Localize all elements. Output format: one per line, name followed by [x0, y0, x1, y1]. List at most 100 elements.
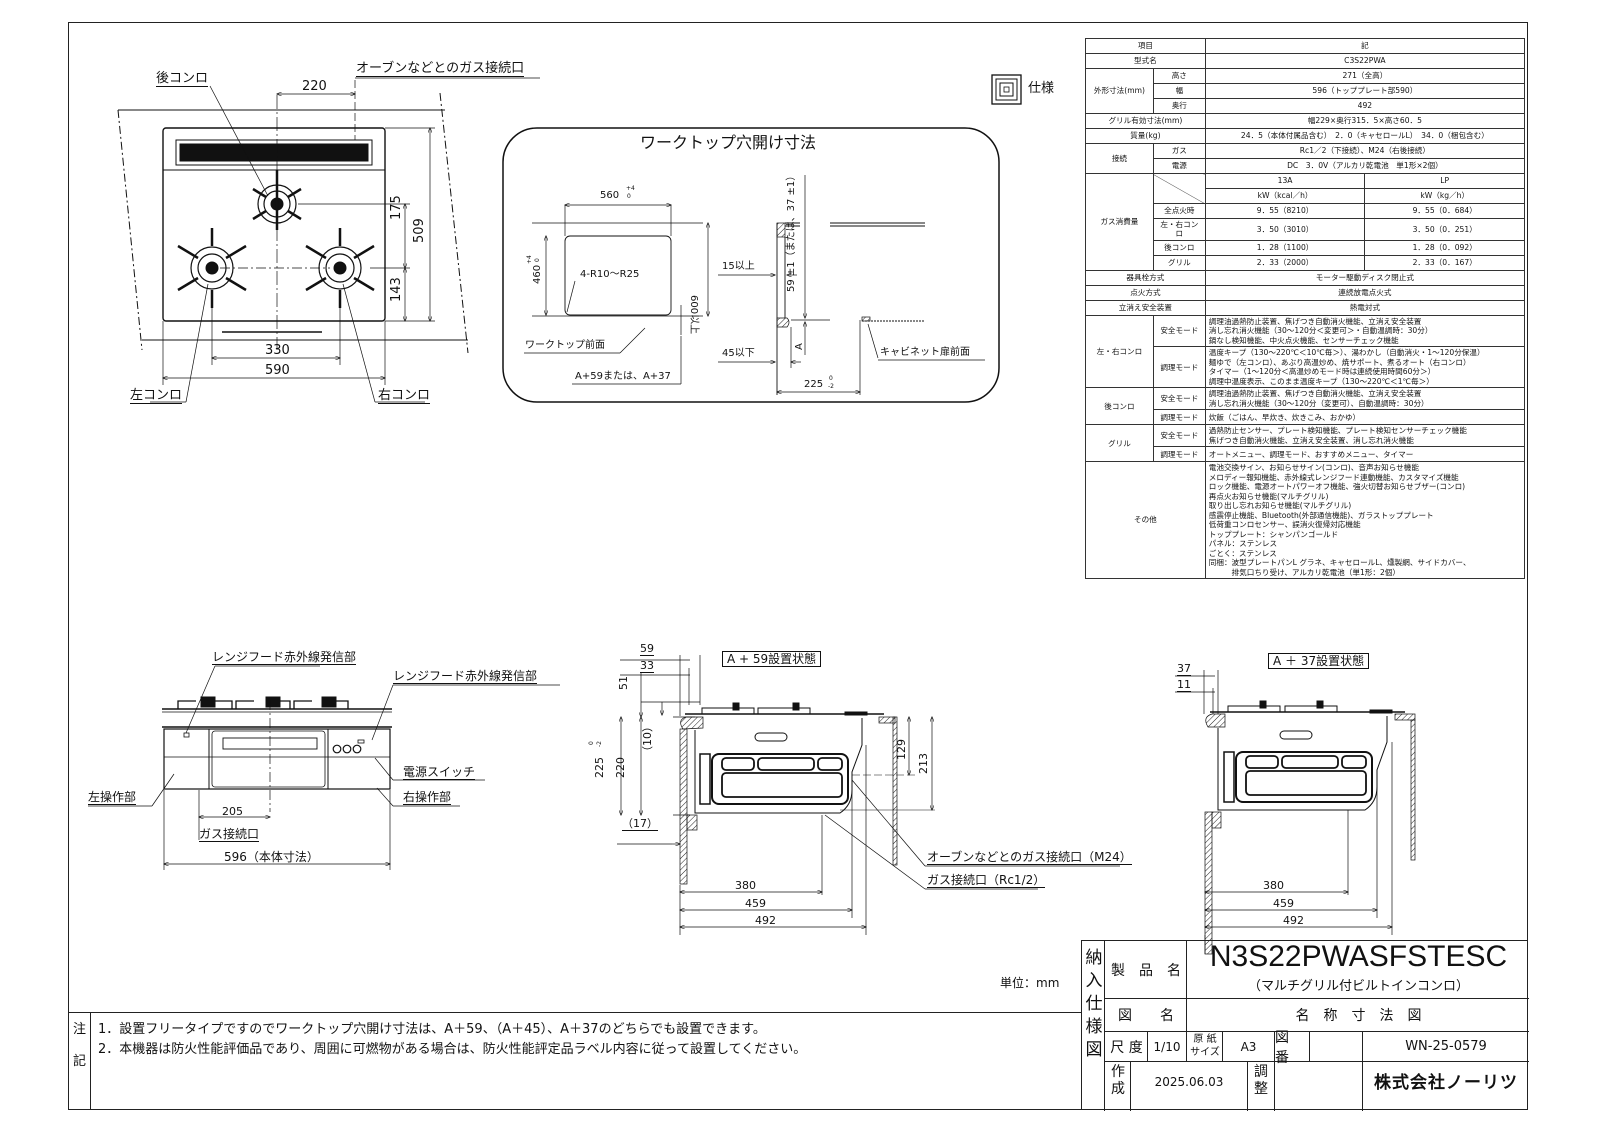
dim-225: 225: [804, 379, 824, 390]
notes-label-top: 注: [73, 1022, 87, 1037]
dim-459-a59: 459: [745, 897, 766, 910]
created-label: 作 成: [1106, 1064, 1130, 1098]
dim-560-tol-upper: +4: [626, 185, 635, 192]
spec-label: その他: [1085, 461, 1206, 580]
spec-row-grill-size: グリル有効寸法(mm) 幅229×奥行315．5×高さ60．5: [1085, 113, 1526, 129]
a59-title: A + 59設置状態: [722, 651, 822, 667]
spec-group-label: 左・右コンロ: [1085, 314, 1154, 389]
spec-row-gas-type: ガス消費量 13A LP: [1085, 173, 1525, 271]
value-lp: 2．33（0．167）: [1364, 254, 1525, 271]
dim-330: 330: [265, 343, 290, 358]
right-burner-icon: [305, 228, 375, 308]
unit-label: 単位：mm: [1000, 976, 1060, 990]
spec-multiline: 温度キープ（130～220℃＜10℃毎＞）、湯わかし（自動消火・1～120分保温…: [1204, 346, 1526, 389]
value-13a: 3．50（3010）: [1204, 218, 1366, 241]
paper-size-label: 原 紙 サイズ: [1188, 1033, 1222, 1059]
spec-label: 型式名: [1085, 53, 1206, 69]
title-block: 納 入 仕 様 図 製 品 名 N3S22PWASFSTESC （マルチグリル付…: [1081, 940, 1529, 1111]
scale-label: 尺 度: [1110, 1039, 1143, 1056]
spec-line: メロディー報知機能、赤外線式レンジフード連動機能、カスタマイズ機能: [1208, 472, 1459, 482]
right-control-panel-label: 右操作部: [403, 790, 452, 805]
scale-value: 1/10: [1153, 1039, 1181, 1054]
side-char: 入: [1085, 971, 1103, 991]
spec-label: 質量(kg): [1085, 128, 1206, 144]
created-label-1: 作: [1111, 1064, 1125, 1080]
spec-group-label: ガス消費量: [1085, 173, 1154, 271]
ir-transmitter-right-label: レンジフード赤外線発信部: [393, 669, 538, 684]
spec-line: 消し忘れ消火機能（30～120分（変更可）、自動温調時：30分）: [1208, 398, 1429, 408]
spec-row-width: 幅 596（トッププレート部590）: [1086, 83, 1526, 99]
spec-sub-label: 電源: [1152, 158, 1206, 174]
min-600-label: 600以上: [688, 295, 699, 335]
spec-sub-label: 左・右コンロ: [1152, 218, 1206, 241]
side-char: 納: [1085, 948, 1103, 968]
diagonal-cell: [1152, 173, 1206, 204]
spec-multiline: 電池交換サイン、お知らせサイン(コンロ)、音声お知らせ機能 メロディー報知機能、…: [1204, 461, 1526, 580]
spec-group-label: 外形寸法(mm): [1085, 68, 1154, 114]
dim-225-tol-lower: -2: [828, 383, 834, 390]
a-label: A: [794, 343, 805, 350]
spec-line: 麺ゆで（左コンロ）、あぶり高温炒め、焼サポート、煮るオート（右コンロ）: [1208, 357, 1471, 367]
spec-line: 取り出し忘れお知らせ機能(マルチグリル): [1208, 501, 1352, 511]
cutout-title: ワークトップ穴開け寸法: [640, 133, 817, 152]
dim-213: 213: [917, 753, 930, 774]
spec-row-mass: 質量(kg) 24．5（本体付属品含む） 2．0（キャセロールL） 34．0（梱…: [1085, 128, 1526, 144]
spec-sub-label: 後コンロ: [1152, 239, 1206, 256]
corner-radius-label: 4-R10～R25: [580, 269, 640, 280]
spec-row-ignition: 点火方式 連続放電点火式: [1085, 284, 1526, 301]
left-burner-label: 左コンロ: [130, 388, 183, 404]
left-burner-icon: [177, 228, 247, 308]
title-block-side-label: 納 入 仕 様 図: [1084, 947, 1104, 1062]
rear-burner-label: 後コンロ: [156, 71, 209, 87]
dim-33: 33: [640, 659, 654, 673]
spec-header-row: 項目 記: [1085, 38, 1526, 54]
spec-line: ごとく：ステンレス: [1208, 548, 1277, 558]
oven-gas-inlet-label: オーブンなどとのガス接続口: [356, 61, 525, 77]
dim-560: 560: [600, 190, 620, 201]
dim-460-tol-lower: 0: [534, 258, 541, 262]
spec-value: 271（全高）: [1204, 68, 1526, 84]
spec-multiline: 過熱防止センサー、プレート検知機能、プレート検知センサーチェック機能 焦げつき自…: [1204, 424, 1526, 448]
spec-line: 調理中温度表示、このまま温度キープ（130～220℃＜1℃毎＞）: [1208, 376, 1434, 386]
unit-13a: kW（kcal／h）: [1204, 188, 1366, 204]
dim-492-a37: 492: [1283, 914, 1304, 927]
value-13a: 9．55（8210）: [1204, 203, 1366, 219]
cutout-frame: [502, 127, 1000, 403]
spec-table: 項目 記 型式名 C3S22PWA 外形寸法(mm) 高さ 271（全高） 幅 …: [1085, 38, 1526, 580]
spec-label: 点火方式: [1085, 284, 1206, 301]
spec-row-grill-safety: グリル 安全モード 過熱防止センサー、プレート検知機能、プレート検知センサーチェ…: [1085, 424, 1526, 463]
dim-51: 51: [617, 676, 630, 690]
power-switch-label: 電源スイッチ: [403, 765, 476, 780]
spec-value: C3S22PWA: [1204, 53, 1526, 69]
spec-sub-label: 安全モード: [1152, 424, 1206, 448]
spec-line: 調理油過熱防止装置、焦げつき自動消火機能、立消え安全装置: [1208, 316, 1422, 326]
spec-sub-label: ガス: [1152, 143, 1206, 159]
dim-220-side: 220: [614, 757, 627, 778]
dim-10: （10）: [641, 721, 654, 757]
left-control-panel-label: 左操作部: [88, 790, 137, 805]
spec-sub-label: 奥行: [1152, 98, 1206, 114]
value-13a: 1．28（1100）: [1204, 239, 1366, 256]
adjusted-label-1: 調: [1254, 1064, 1268, 1080]
spec-value: 596（トッププレート部590）: [1204, 83, 1526, 99]
spec-row-gas-all: 全点火時 9．55（8210） 9．55（0．684）: [1086, 203, 1525, 219]
oven-gas-m24-label: オーブンなどとのガス接続口（M24）: [927, 850, 1132, 865]
spec-row-rear-cook: 調理モード 炊飯（ごはん、早炊き、炊きこみ、おかゆ）: [1086, 409, 1526, 426]
ir-transmitter-left-label: レンジフード赤外線発信部: [212, 650, 357, 665]
spec-line: 温度キープ（130～220℃＜10℃毎＞）、湯わかし（自動消火・1～120分保温…: [1208, 348, 1485, 358]
paper-size-label-2: サイズ: [1190, 1047, 1220, 1058]
unit-lp: kW（kg／h）: [1364, 188, 1525, 204]
dim-509: 509: [412, 218, 427, 243]
note-item: 2．本機器は防火性能評価品であり、周囲に可燃物がある場合は、防火性能評定品ラベル…: [98, 1042, 807, 1057]
front-view: [88, 665, 560, 870]
spec-symbol-icon: [991, 74, 1022, 105]
product-name-label: 製 品 名: [1111, 962, 1181, 979]
spec-line: 再点火お知らせ機能(マルチグリル): [1208, 491, 1329, 501]
spec-row-other: その他 電池交換サイン、お知らせサイン(コンロ)、音声お知らせ機能 メロディー報…: [1085, 461, 1526, 580]
spec-label: 立消え安全装置: [1085, 299, 1206, 316]
cooktop-outline: [162, 127, 386, 322]
spec-line: 消し忘れ消火機能（30～120分＜変更可＞・自動温調時：30分）: [1208, 326, 1433, 336]
spec-value: 492: [1204, 98, 1526, 114]
side-view-a37: [1175, 670, 1416, 955]
